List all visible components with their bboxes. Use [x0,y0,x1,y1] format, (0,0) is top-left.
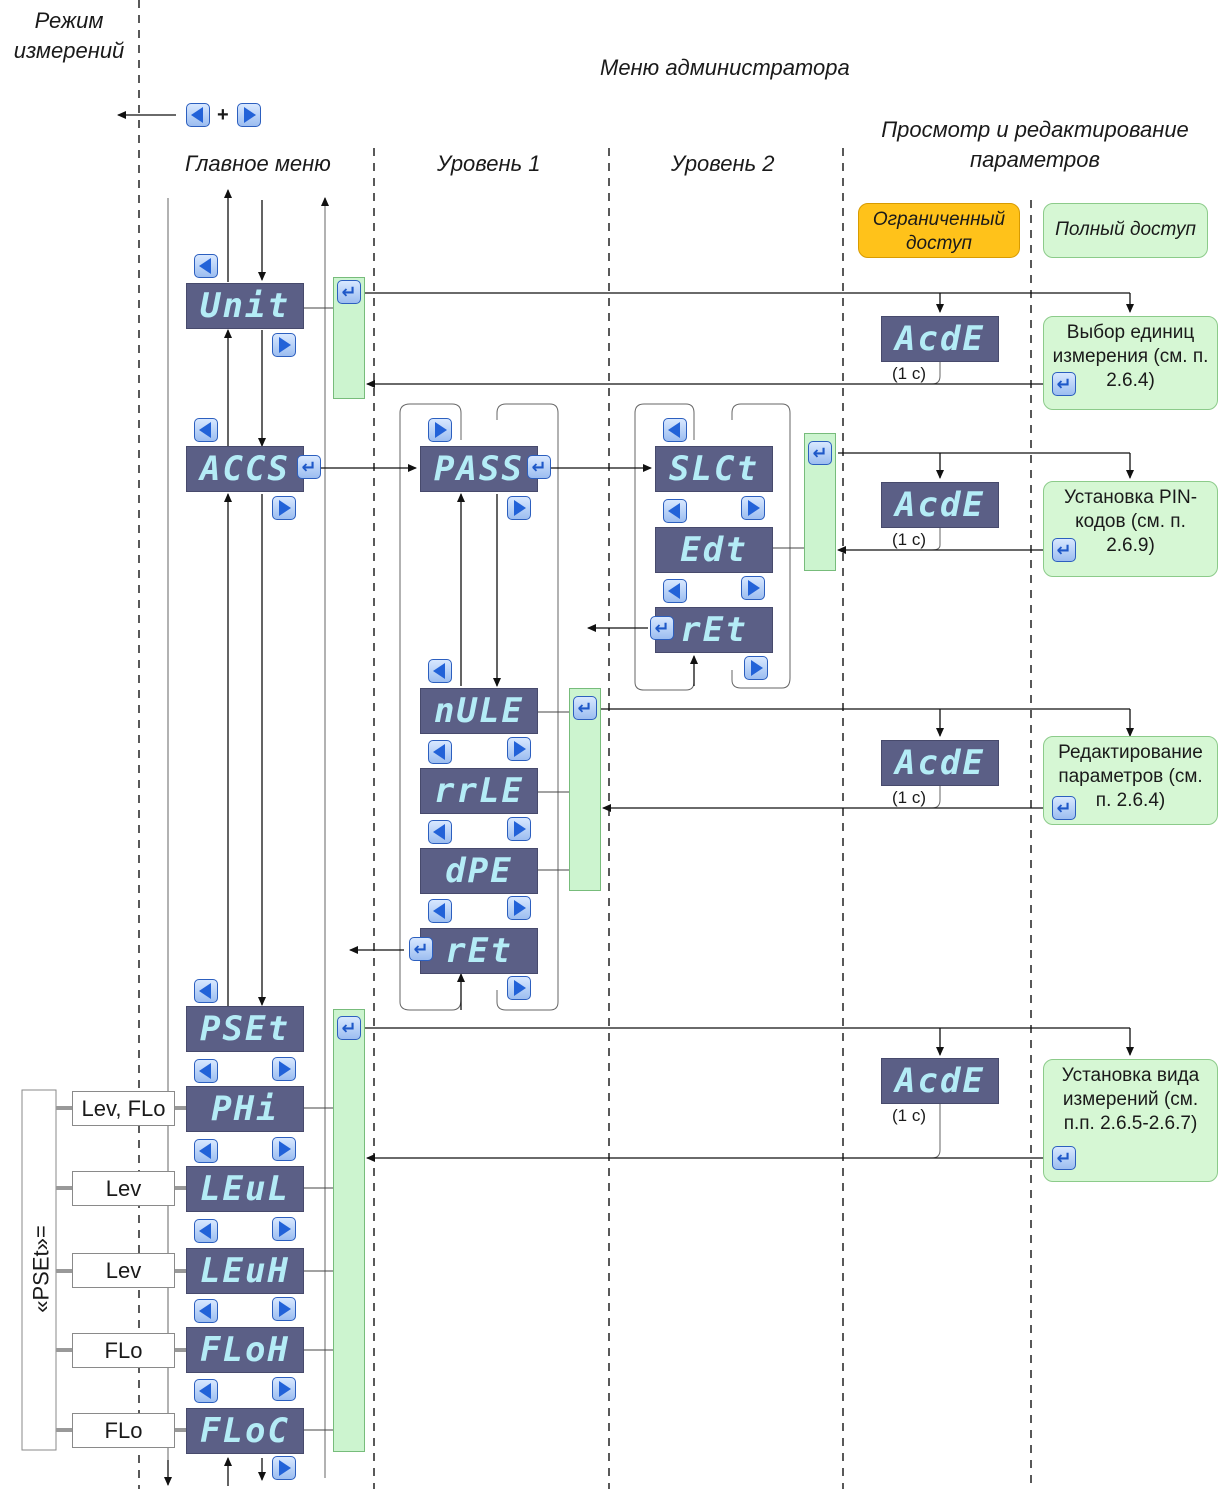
left-button[interactable] [428,899,452,923]
left-button[interactable] [194,979,218,1003]
right-button[interactable] [272,1377,296,1401]
left-button[interactable] [194,1059,218,1083]
enter-button[interactable]: ↵ [1052,538,1076,562]
left-button[interactable] [194,418,218,442]
pset-mode-2: Lev [72,1171,175,1206]
lcd-main-unit[interactable]: Unit [186,283,304,329]
enter-button[interactable]: ↵ [1052,372,1076,396]
right-button[interactable] [744,656,768,680]
header-admin-menu: Меню администратора [600,55,850,80]
left-button[interactable] [663,418,687,442]
right-button[interactable] [272,1456,296,1480]
lcd-main-leuh[interactable]: LEuH [186,1248,304,1294]
hold-caption-1: (1 с) [892,364,926,383]
left-button[interactable] [663,499,687,523]
lcd-main-leul[interactable]: LEuL [186,1166,304,1212]
lcd-level2-slct[interactable]: SLCt [655,446,773,492]
lcd-main-floc[interactable]: FLoC [186,1408,304,1454]
hold-caption-3: (1 с) [892,788,926,807]
left-button[interactable] [194,1379,218,1403]
right-button[interactable] [272,1217,296,1241]
left-button[interactable] [194,1139,218,1163]
right-button[interactable] [507,737,531,761]
lcd-main-phi[interactable]: PHi [186,1086,304,1132]
pset-label: «PSEt»= [28,1225,54,1313]
enter-button[interactable]: ↵ [573,696,597,720]
hold-caption-4: (1 с) [892,1106,926,1125]
pset-mode-3: Lev [72,1253,175,1288]
header-view-edit: Просмотр и редактирование параметров [881,117,1189,172]
enter-button[interactable]: ↵ [297,455,321,479]
plus-sign: + [217,104,229,126]
hold-caption-2: (1 с) [892,530,926,549]
lcd-level1-ret[interactable]: rEt [420,928,538,974]
left-button[interactable] [194,254,218,278]
enter-button[interactable]: ↵ [337,280,361,304]
right-button[interactable] [272,1057,296,1081]
left-button[interactable] [428,659,452,683]
pset-mode-4: FLo [72,1333,175,1368]
right-button[interactable] [741,496,765,520]
enter-button[interactable]: ↵ [808,441,832,465]
right-button[interactable] [507,976,531,1000]
lcd-level2-edt[interactable]: Edt [655,527,773,573]
left-button[interactable] [663,579,687,603]
enter-button[interactable]: ↵ [409,937,433,961]
lcd-acde-3: AcdE [881,740,999,786]
lcd-level1-nule[interactable]: nULE [420,688,538,734]
lcd-acde-4: AcdE [881,1058,999,1104]
left-button[interactable] [194,1219,218,1243]
right-button[interactable] [272,1297,296,1321]
right-button[interactable] [272,496,296,520]
header-main-menu: Главное меню [185,151,331,176]
left-button[interactable] [428,740,452,764]
header-measure-mode: Режим измерений [13,8,125,63]
lcd-level1-pass[interactable]: PASS [420,446,538,492]
left-button[interactable] [194,1299,218,1323]
enter-button[interactable]: ↵ [1052,1146,1076,1170]
target-pin: Установка PIN-кодов (см. п. 2.6.9) [1043,481,1218,577]
enter-button[interactable]: ↵ [337,1016,361,1040]
lcd-level1-dpe[interactable]: dPE [420,848,538,894]
lcd-main-pset[interactable]: PSEt [186,1006,304,1052]
pset-mode-1: Lev, FLo [72,1091,175,1126]
header-level1: Уровень 1 [437,151,541,176]
enter-button[interactable]: ↵ [650,616,674,640]
right-button[interactable] [507,896,531,920]
right-button[interactable] [428,418,452,442]
lcd-level2-ret[interactable]: rEt [655,607,773,653]
full-access-box: Полный доступ [1043,203,1208,258]
right-button[interactable] [237,103,261,127]
left-button[interactable] [428,820,452,844]
right-button[interactable] [507,817,531,841]
lcd-main-accs[interactable]: ACCS [186,446,304,492]
limited-access-box: Ограниченный доступ [858,203,1020,258]
lcd-acde-1: AcdE [881,316,999,362]
right-button[interactable] [507,496,531,520]
enter-bar-pset [333,1009,365,1452]
enter-bar-level1 [569,688,601,891]
header-level2: Уровень 2 [671,151,775,176]
right-button[interactable] [741,576,765,600]
pset-mode-5: FLo [72,1413,175,1448]
right-button[interactable] [272,333,296,357]
target-units: Выбор единиц измерения (см. п. 2.6.4) [1043,316,1218,410]
lcd-level1-rrle[interactable]: rrLE [420,768,538,814]
enter-button[interactable]: ↵ [1052,796,1076,820]
lcd-main-floh[interactable]: FLoH [186,1327,304,1373]
right-button[interactable] [272,1137,296,1161]
left-button[interactable] [186,103,210,127]
enter-button[interactable]: ↵ [527,455,551,479]
lcd-acde-2: AcdE [881,482,999,528]
